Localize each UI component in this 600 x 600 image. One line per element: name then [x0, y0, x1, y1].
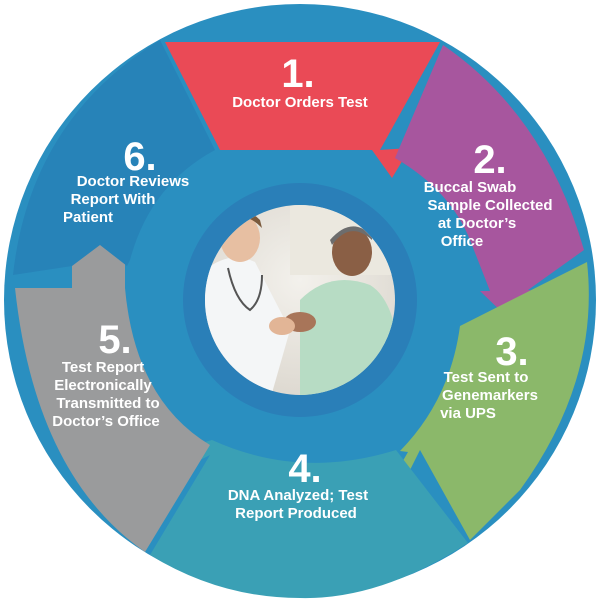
step-3-number: 3.	[495, 330, 528, 374]
step-5-number: 5.	[98, 318, 131, 362]
step-4-number: 4.	[288, 447, 321, 491]
step-1-segment	[164, 42, 440, 178]
step-3: 3. Test Sent to Genemarkers via UPS	[440, 330, 538, 422]
step-4-segment	[150, 440, 468, 599]
step-2: 2. Buccal Swab Sample Collected at Docto…	[424, 138, 553, 250]
step-1: 1. Doctor Orders Test	[232, 52, 368, 111]
step-6-number: 6.	[123, 135, 156, 179]
doctor-patient-photo	[205, 205, 395, 395]
step-3-segment	[392, 262, 589, 540]
step-5: 5. Test Report Electronically Transmitte…	[52, 318, 160, 430]
step-5-line-2: Electronically	[54, 377, 152, 394]
step-3-line-3: via UPS	[440, 405, 496, 422]
step-3-line-1: Test Sent to	[444, 369, 529, 386]
step-5-segment	[15, 240, 210, 552]
step-6-line-1: Doctor Reviews	[77, 173, 190, 190]
step-1-label: Doctor Orders Test	[232, 94, 368, 111]
step-2-line-3: at Doctor’s	[438, 215, 516, 232]
step-1-number: 1.	[281, 52, 314, 96]
step-2-line-2: Sample Collected	[427, 197, 552, 214]
step-2-segment	[395, 45, 584, 320]
step-4-line-1: DNA Analyzed; Test	[228, 487, 368, 504]
step-6: 6. Doctor Reviews Report With Patient	[63, 135, 189, 226]
step-2-line-4: Office	[441, 233, 484, 250]
step-2-line-1: Buccal Swab	[424, 179, 517, 196]
step-6-segment	[13, 40, 215, 275]
step-2-number: 2.	[473, 138, 506, 182]
step-6-line-3: Patient	[63, 209, 113, 226]
step-3-line-2: Genemarkers	[442, 387, 538, 404]
step-4-line-2: Report Produced	[235, 505, 357, 522]
step-6-line-2: Report With	[71, 191, 156, 208]
step-4: 4. DNA Analyzed; Test Report Produced	[228, 447, 368, 522]
step-5-line-4: Doctor’s Office	[52, 413, 160, 430]
step-5-line-3: Transmitted to	[56, 395, 159, 412]
step-5-line-1: Test Report	[62, 359, 144, 376]
